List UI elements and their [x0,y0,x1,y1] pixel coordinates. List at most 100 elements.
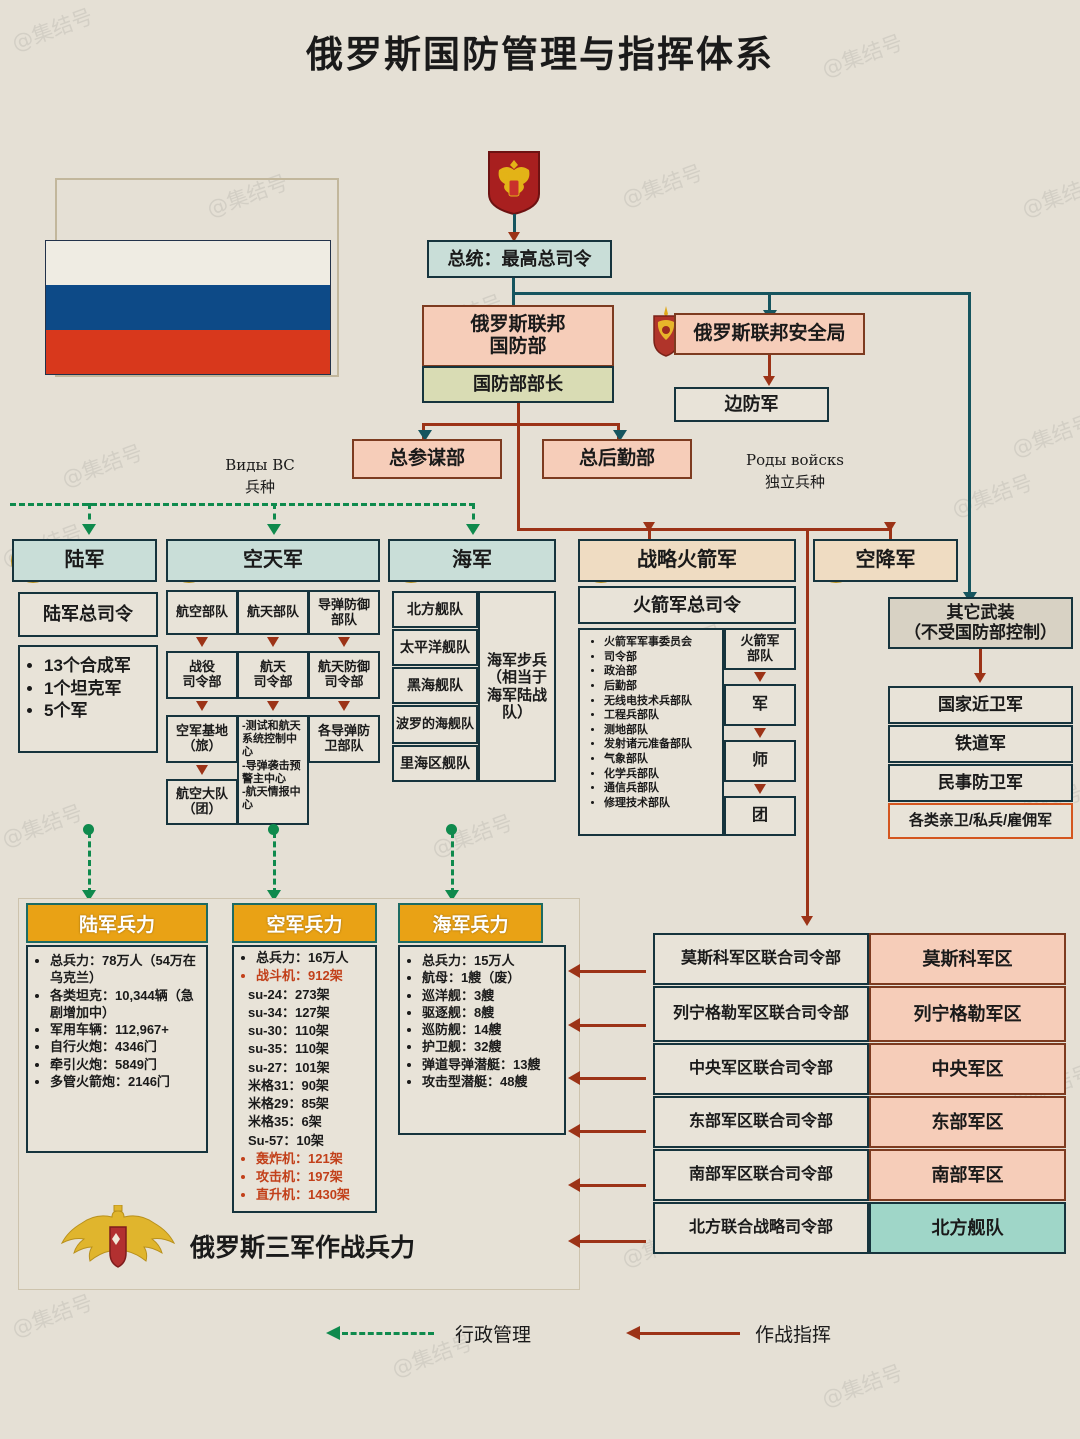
navy-fleet-box[interactable]: 波罗的海舰队 [392,705,478,744]
airborne-header[interactable]: 空降军 [813,539,958,582]
rear-services-box[interactable]: 总后勤部 [542,439,692,479]
aerospace-operational-hq-box[interactable]: 战役 司令部 [166,651,238,699]
list-item: su-34：127架 [248,1004,330,1020]
district-hq-box[interactable]: 中央军区联合司令部 [653,1043,869,1095]
air-regiment-box[interactable]: 航空大队 （团） [166,779,238,825]
rocket-forces-header[interactable]: 战略火箭军 [578,539,796,582]
district-name-box[interactable]: 莫斯科军区 [869,933,1066,985]
page-title: 俄罗斯国防管理与指挥体系 [306,32,774,76]
district-hq-box[interactable]: 列宁格勒军区联合司令部 [653,986,869,1042]
army-strength-header[interactable]: 陆军兵力 [26,903,208,943]
rocket-forces-commander-box[interactable]: 火箭军总司令 [578,586,796,624]
legend-admin-line [342,1332,434,1335]
label: 海军步兵 （相当于海军陆战队） [486,652,547,721]
air-strength-box[interactable] [232,945,377,1213]
navy-strength-list: 总兵力：15万人 航母：1艘（废） 巡洋舰：3艘 驱逐舰：8艘 巡防舰：14艘 … [404,952,562,1090]
navy-fleet-box[interactable]: 黑海舰队 [392,667,478,704]
district-name-box[interactable]: 北方舰队 [869,1202,1066,1254]
national-guard-box[interactable]: 国家近卫军 [888,686,1073,724]
list-item: 总兵力：78万人（54万在乌克兰） [50,952,202,987]
rocket-forces-units-list: 火箭军军事委员会 司令部 政治部 后勤部 无线电技术兵部队 工程兵部队 测地部队… [586,635,722,811]
list-item: 巡洋舰：3艘 [422,987,560,1004]
list-item: 5个军 [44,700,152,723]
bottom-caption: 俄罗斯三军作战兵力 [190,1233,416,1262]
air-base-box[interactable]: 空军基地 （旅） [166,715,238,763]
missile-defence-units-box[interactable]: 各导弹防卫部队 [308,715,380,763]
district-name-box[interactable]: 南部军区 [869,1149,1066,1201]
navy-fleet-box[interactable]: 里海区舰队 [392,745,478,782]
aerospace-defence-hq-box[interactable]: 航天防御 司令部 [308,651,380,699]
district-name-box[interactable]: 列宁格勒军区 [869,986,1066,1042]
list-item: 米格31：90架 [248,1077,329,1093]
list-item: 13个合成军 [44,655,152,678]
army-strength-box[interactable] [26,945,208,1153]
district-name-box[interactable]: 东部军区 [869,1096,1066,1148]
aerospace-missile-defence-box[interactable]: 导弹防御部队 [308,590,380,635]
navy-fleet-box[interactable]: 太平洋舰队 [392,629,478,666]
rocket-army-box[interactable]: 军 [724,684,796,726]
watermark: @集结号 [428,810,516,862]
fsb-emblem-icon [650,306,682,358]
air-strength-header[interactable]: 空军兵力 [232,903,377,943]
naval-infantry-box[interactable]: 海军步兵 （相当于海军陆战队） [478,591,556,782]
ministry-of-defence-box[interactable]: 俄罗斯联邦 国防部 [422,305,614,367]
rody-voysk-line2: 独立兵种 [764,472,825,491]
list-item: 直升机：1430架 [256,1187,372,1203]
label: 航空大队 （团） [175,786,228,816]
navy-fleet-box[interactable]: 北方舰队 [392,591,478,628]
border-troops-box[interactable]: 边防军 [674,387,829,422]
list-item: 各类坦克：10,344辆（急剧增加中） [50,987,202,1022]
district-hq-box[interactable]: 南部军区联合司令部 [653,1149,869,1201]
army-units-list: 13个合成军 1个坦克军 5个军 [26,655,154,723]
district-hq-box[interactable]: 莫斯科军区联合司令部 [653,933,869,985]
railway-troops-box[interactable]: 铁道军 [888,725,1073,763]
vidy-vs-line1: Виды ВС [225,456,295,474]
list-item: 总兵力：16万人 [256,950,372,966]
air-strength-list: 总兵力：16万人战斗机：912架su-24：273架su-34：127架su-3… [236,950,376,1206]
rody-voysk-line1: Роды войскs [745,451,844,469]
rody-voysk-label: Роды войскs 独立兵种 [700,450,890,494]
district-hq-box[interactable]: 东部军区联合司令部 [653,1096,869,1148]
watermark: @集结号 [948,470,1036,522]
fsb-box[interactable]: 俄罗斯联邦安全局 [674,313,865,355]
aerospace-header[interactable]: 空天军 [166,539,380,582]
watermark: @集结号 [818,1360,906,1412]
label: 空军基地 （旅） [175,723,228,753]
private-militia-box[interactable]: 各类亲卫/私兵/雇佣军 [888,803,1073,839]
general-staff-box[interactable]: 总参谋部 [352,439,502,479]
district-name-box[interactable]: 中央军区 [869,1043,1066,1095]
defence-minister-box[interactable]: 国防部部长 [422,366,614,403]
rocket-division-box[interactable]: 师 [724,740,796,782]
aerospace-aviation-box[interactable]: 航空部队 [166,590,238,635]
navy-header[interactable]: 海军 [388,539,556,582]
list-item: 无线电技术兵部队 [604,694,720,709]
army-commander-box[interactable]: 陆军总司令 [18,592,158,637]
watermark: @集结号 [8,1290,96,1342]
list-item: 米格29：85架 [248,1096,329,1111]
list-item: 攻击型潜艇：48艘 [422,1073,560,1090]
navy-strength-header[interactable]: 海军兵力 [398,903,543,943]
army-units-box[interactable] [18,645,158,753]
list-item: su-24：273架 [248,986,330,1002]
president-box[interactable]: 总统：最高总司令 [427,240,612,278]
rocket-troops-box[interactable]: 火箭军 部队 [724,628,796,670]
aerospace-space-hq-box[interactable]: 航天 司令部 [237,651,309,699]
rocket-regiment-box[interactable]: 团 [724,796,796,836]
mod-eagle-icon [58,1205,178,1277]
list-item: 工程兵部队 [604,708,720,723]
legend-command-arrow [626,1326,640,1340]
district-hq-box[interactable]: 北方联合战略司令部 [653,1202,869,1254]
list-item: 攻击机：197架 [256,1169,372,1185]
aerospace-space-box[interactable]: 航天部队 [237,590,309,635]
space-centers-box[interactable]: -测试和航天系统控制中心 -导弹袭击预警主中心 -航天情报中心 [237,715,309,825]
other-forces-header[interactable]: 其它武装 （不受国防部控制） [888,597,1073,649]
watermark: @集结号 [0,800,86,852]
list-item: Su-57：10架 [248,1132,324,1148]
legend-command-label: 作战指挥 [755,1324,832,1346]
label: 航天防御 司令部 [317,659,370,689]
army-header[interactable]: 陆军 [12,539,157,582]
navy-strength-box[interactable] [398,945,566,1135]
rocket-forces-units-box[interactable] [578,628,724,836]
watermark: @集结号 [618,160,706,212]
civil-defence-box[interactable]: 民事防卫军 [888,764,1073,802]
